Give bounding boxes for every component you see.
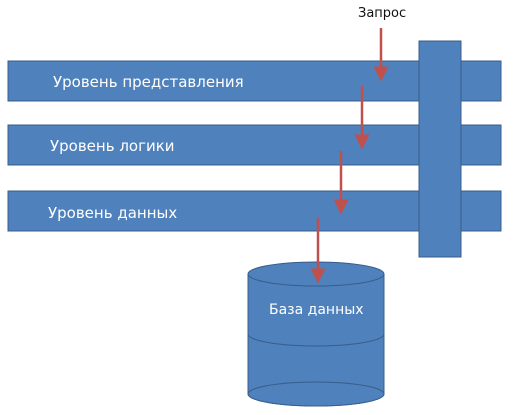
request-label: Запрос (358, 6, 406, 21)
database-bottom-rim (247, 381, 385, 407)
database-upper-outline (247, 274, 385, 347)
vertical-cross-cutting-bar (418, 40, 462, 258)
database-cylinder (247, 261, 385, 407)
database-label: База данных (269, 302, 364, 318)
logic-layer-label: Уровень логики (50, 137, 175, 155)
database-top-cap (247, 261, 385, 287)
presentation-layer-label: Уровень представления (53, 73, 244, 91)
data-layer-label: Уровень данных (48, 204, 177, 222)
